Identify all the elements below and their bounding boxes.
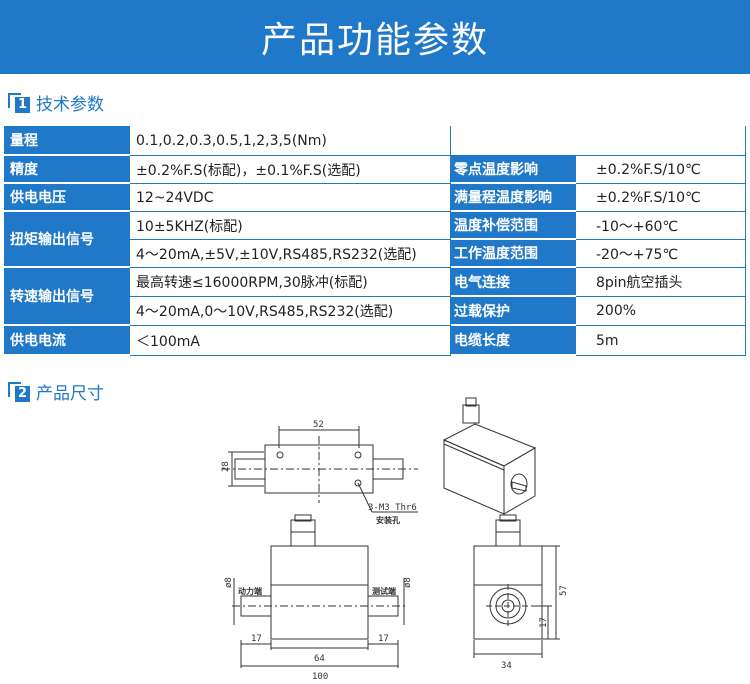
spec-value-torque-output-1: 10±5KHZ(标配): [130, 212, 450, 240]
spec-label-accuracy: 精度: [4, 156, 130, 184]
dim-body-len: 64: [314, 654, 325, 664]
spec-value-speed-output-1: 最高转速≤16000RPM,30脉冲(标配): [130, 268, 450, 297]
spec-value-accuracy: ±0.2%F.S(标配)，±0.1%F.S(选配): [130, 156, 450, 184]
spec-label-zero-temp: 零点温度影响: [450, 156, 576, 184]
spec-value-comp-range: -10～+60℃: [576, 212, 746, 240]
dim-side-width: 34: [501, 661, 512, 671]
spec-label-overload: 过载保护: [450, 297, 576, 326]
section-heading-specs: 1 技术参数: [8, 90, 104, 115]
dim-top-height: 28: [221, 461, 231, 472]
dim-side-height: 57: [559, 585, 569, 596]
dim-hole-label: 安装孔: [376, 515, 400, 525]
dim-hole-note: 3-M3 Thr6: [368, 503, 417, 513]
page-title: 产品功能参数: [260, 20, 489, 61]
dim-shaft-dia-left: ø8: [224, 577, 234, 588]
spec-label-current: 供电电流: [4, 326, 130, 356]
section-heading-dimensions: 2 产品尺寸: [8, 379, 104, 404]
section-number-icon: 1: [8, 91, 30, 113]
spec-label-voltage: 供电电压: [4, 184, 130, 212]
spec-label-speed-output: 转速输出信号: [4, 268, 130, 326]
dim-side-center: 17: [539, 617, 549, 628]
label-drive-end: 动力端: [238, 586, 262, 596]
spec-value-connector: 8pin航空插头: [576, 268, 746, 297]
dim-total-len: 100: [312, 672, 328, 682]
spec-value-torque-output-2: 4～20mA,±5V,±10V,RS485,RS232(选配): [130, 240, 450, 268]
spec-label-fullscale-temp: 满量程温度影响: [450, 184, 576, 212]
section-title: 产品尺寸: [36, 383, 104, 404]
spec-value-cable: 5m: [576, 326, 746, 356]
spec-table: 量程 0.1,0.2,0.3,0.5,1,2,3,5(Nm) 精度 ±0.2%F…: [4, 126, 746, 356]
spec-value-overload: 200%: [576, 297, 746, 326]
spec-label-connector: 电气连接: [450, 268, 576, 297]
spec-value-range: 0.1,0.2,0.3,0.5,1,2,3,5(Nm): [130, 126, 746, 156]
label-test-end: 测试端: [372, 586, 396, 596]
spec-label-comp-range: 温度补偿范围: [450, 212, 576, 240]
spec-value-speed-output-2: 4～20mA,0～10V,RS485,RS232(选配): [130, 297, 450, 326]
front-view-body: [270, 545, 369, 640]
section-title: 技术参数: [36, 94, 104, 115]
dim-shaft-len-right: 17: [378, 634, 389, 644]
dim-shaft-dia-right: ø8: [403, 577, 413, 588]
dim-top-width: 52: [313, 420, 324, 430]
section-number-icon: 2: [8, 380, 30, 402]
spec-label-range: 量程: [4, 126, 130, 156]
spec-value-fullscale-temp: ±0.2%F.S/10℃: [576, 184, 746, 212]
spec-label-torque-output: 扭矩输出信号: [4, 212, 130, 268]
spec-label-work-temp: 工作温度范围: [450, 240, 576, 268]
spec-value-voltage: 12~24VDC: [130, 184, 450, 212]
dim-shaft-len-left: 17: [251, 634, 262, 644]
spec-value-current: ＜100mA: [130, 326, 450, 356]
spec-value-zero-temp: ±0.2%F.S/10℃: [576, 156, 746, 184]
spec-label-cable: 电缆长度: [450, 326, 576, 356]
header-banner: 产品功能参数: [0, 0, 750, 74]
spec-value-work-temp: -20～+75℃: [576, 240, 746, 268]
